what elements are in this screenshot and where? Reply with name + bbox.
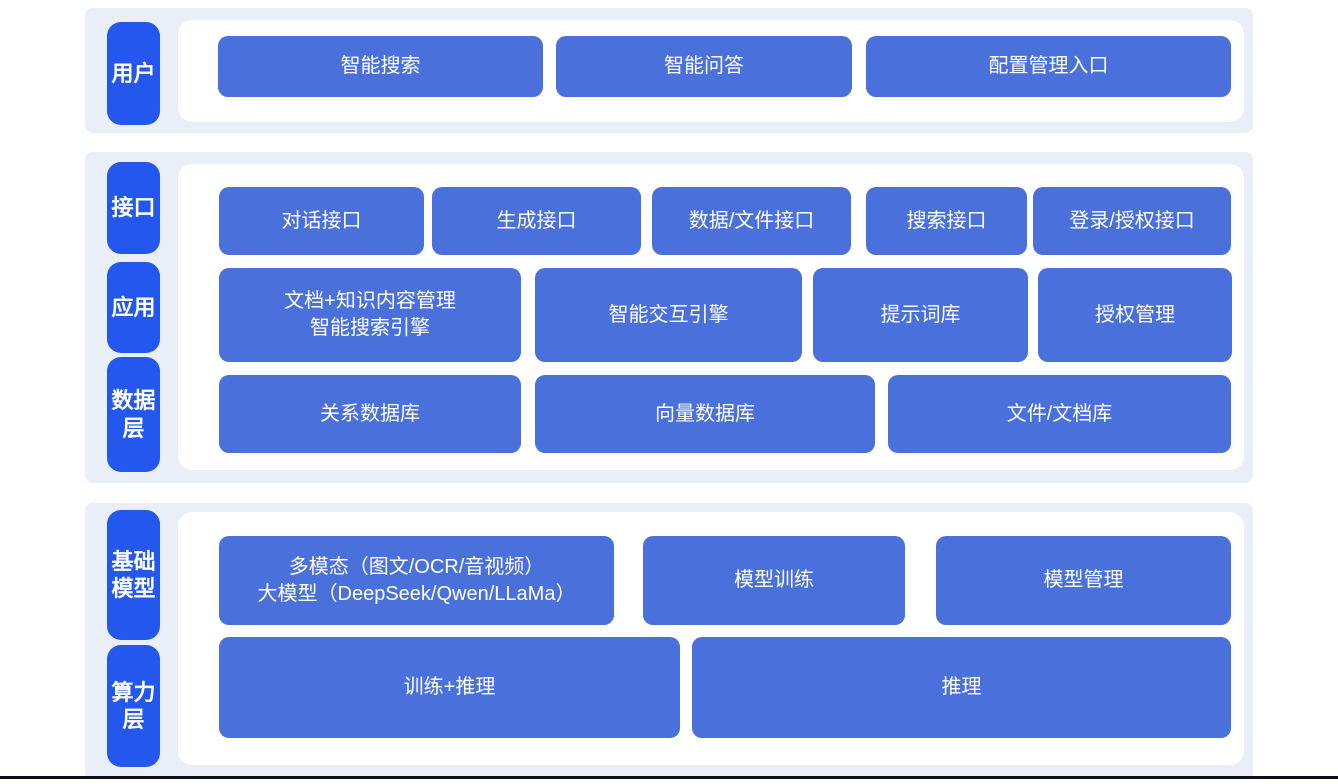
node-multimodal-line1: 多模态（图文/OCR/音视频） bbox=[288, 555, 545, 578]
node-smart-qa: 智能问答 bbox=[556, 36, 852, 97]
node-training-inference: 训练+推理 bbox=[219, 637, 680, 738]
node-config-entry: 配置管理入口 bbox=[866, 36, 1231, 97]
node-search-api: 搜索接口 bbox=[866, 187, 1027, 255]
node-vector-db: 向量数据库 bbox=[535, 375, 875, 453]
node-file-doc-store: 文件/文档库 bbox=[888, 375, 1231, 453]
node-login-auth-api: 登录/授权接口 bbox=[1033, 187, 1231, 255]
node-model-training: 模型训练 bbox=[643, 536, 905, 625]
node-smart-search: 智能搜索 bbox=[218, 36, 543, 97]
node-relational-db: 关系数据库 bbox=[219, 375, 521, 453]
node-doc-knowledge-search-engine: 文档+知识内容管理 智能搜索引擎 bbox=[219, 268, 521, 362]
node-multimodal-llm: 多模态（图文/OCR/音视频） 大模型（DeepSeek/Qwen/LLaMa） bbox=[219, 536, 614, 625]
layer-label-interface: 接口 bbox=[107, 162, 160, 254]
layer-label-foundation-model: 基础模型 bbox=[107, 510, 160, 640]
node-dialog-api: 对话接口 bbox=[219, 187, 424, 255]
node-auth-management: 授权管理 bbox=[1038, 268, 1232, 362]
node-prompt-library: 提示词库 bbox=[813, 268, 1028, 362]
node-doc-knowledge-line1: 文档+知识内容管理 bbox=[284, 290, 456, 312]
node-generation-api: 生成接口 bbox=[432, 187, 641, 255]
layer-label-data: 数据层 bbox=[107, 357, 160, 472]
node-model-management: 模型管理 bbox=[936, 536, 1231, 625]
layer-label-user: 用户 bbox=[107, 22, 160, 125]
bottom-border-line bbox=[0, 776, 1338, 779]
node-inference: 推理 bbox=[692, 637, 1231, 738]
node-multimodal-line2: 大模型（DeepSeek/Qwen/LLaMa） bbox=[257, 582, 576, 605]
node-doc-knowledge-line2: 智能搜索引擎 bbox=[310, 317, 430, 339]
layer-label-application: 应用 bbox=[107, 262, 160, 353]
node-interaction-engine: 智能交互引擎 bbox=[535, 268, 802, 362]
layer-label-compute: 算力层 bbox=[107, 645, 160, 767]
node-data-file-api: 数据/文件接口 bbox=[652, 187, 851, 255]
